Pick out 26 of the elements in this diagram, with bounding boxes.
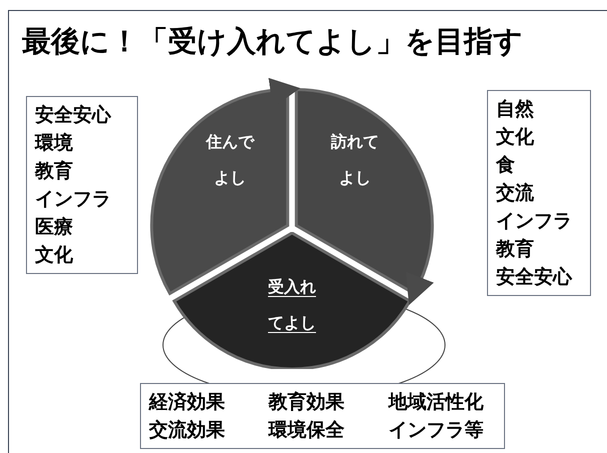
list-item: 文化 — [496, 125, 535, 150]
list-item: 地域活性化 — [388, 390, 484, 415]
list-item: 医療 — [35, 215, 74, 240]
list-item: インフラ — [496, 209, 573, 234]
list-item: 安全安心 — [35, 103, 112, 128]
list-item: 交流効果 — [149, 418, 226, 443]
list-item: 文化 — [35, 243, 74, 268]
list-item: 教育効果 — [268, 390, 346, 415]
list-item: インフラ等 — [388, 418, 484, 443]
title: 最後に！「受け入れてよし」を目指す — [22, 23, 523, 60]
list-box — [140, 383, 505, 449]
list-item: 環境保全 — [268, 418, 346, 443]
list-box — [487, 90, 591, 296]
list-item: 安全安心 — [496, 265, 574, 290]
list-item: 経済効果 — [149, 390, 226, 415]
list-item: 自然 — [496, 97, 535, 122]
list-item: 食 — [496, 153, 516, 178]
list-box — [26, 96, 138, 274]
list-item: 交流 — [496, 181, 535, 206]
segment-label: 受入れてよし — [268, 276, 316, 334]
segment-label: 住んでよし — [206, 131, 254, 189]
list-item: 環境 — [35, 131, 74, 156]
segment-label: 訪れてよし — [331, 131, 379, 189]
list-item: 教育 — [35, 159, 74, 184]
list-item: 教育 — [496, 237, 535, 262]
list-item: インフラ — [35, 187, 112, 212]
